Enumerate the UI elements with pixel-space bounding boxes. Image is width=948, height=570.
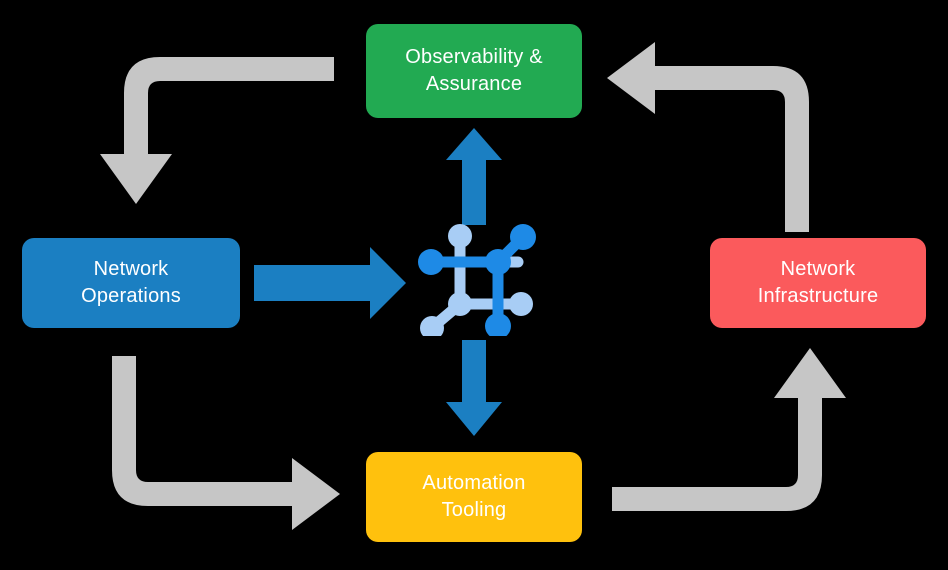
connector-operations-to-center	[254, 247, 406, 319]
connector-operations-to-automation	[112, 356, 340, 530]
node-automation-tooling[interactable]: Automation Tooling	[366, 452, 582, 542]
node-label-network-infrastructure: Network Infrastructure	[757, 258, 879, 307]
node-network-operations[interactable]: Network Operations	[22, 238, 240, 328]
node-network-infrastructure[interactable]: Network Infrastructure	[710, 238, 926, 328]
topology-light-nodes	[420, 224, 533, 336]
connector-center-to-automation	[446, 340, 502, 436]
connector-center-to-observability	[446, 128, 502, 225]
network-topology-icon	[418, 224, 536, 336]
connector-automation-to-infrastructure	[612, 348, 846, 511]
topology-dark-nodes	[418, 224, 536, 336]
node-label-observability: Observability & Assurance	[405, 46, 543, 95]
node-label-automation-tooling: Automation Tooling	[422, 472, 526, 521]
connector-infrastructure-to-observability	[607, 42, 809, 232]
connector-observability-to-operations	[100, 57, 334, 204]
node-label-network-operations: Network Operations	[81, 258, 181, 307]
node-observability-and-assurance[interactable]: Observability & Assurance	[366, 24, 582, 118]
